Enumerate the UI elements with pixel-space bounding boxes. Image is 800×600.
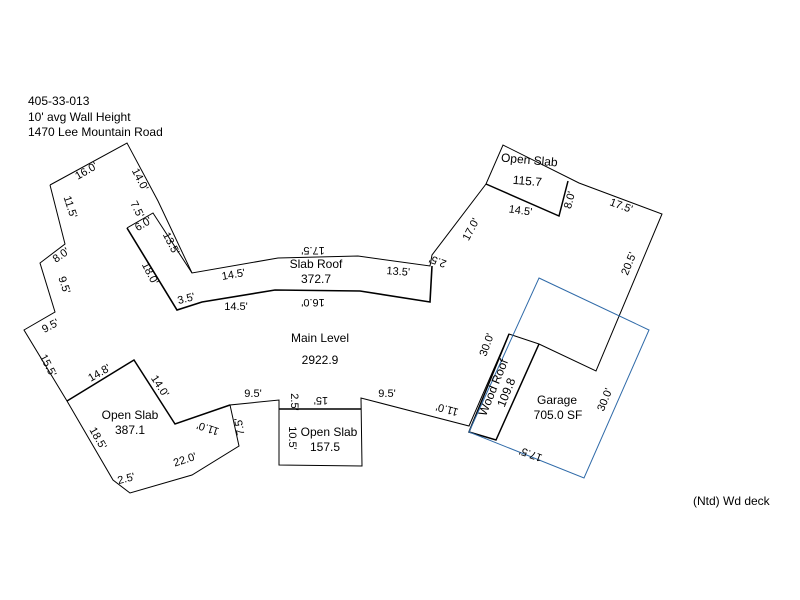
open-slab-top-outline (485, 180, 569, 218)
open-slab-top-name: Open Slab (500, 151, 558, 170)
dim-label: 30.0' (595, 387, 615, 413)
open-slab-mid-value: 157.5 (310, 440, 340, 454)
dim-label: 16.0' (73, 160, 99, 182)
dim-label: 11.0' (435, 400, 460, 417)
dim-label: 8.0' (562, 190, 578, 210)
slab-roof-outline-lower (126, 227, 433, 311)
dim-label: 2.5' (116, 471, 136, 487)
dim-label: 8.0' (51, 246, 72, 266)
dim-label: 13.5' (386, 265, 410, 279)
dim-label: 14.0' (129, 166, 150, 192)
dim-label: 17.5' (301, 244, 325, 256)
parcel-id: 405-33-013 (28, 94, 90, 108)
deck-note: (Ntd) Wd deck (693, 494, 770, 508)
dim-label: 11.5' (61, 194, 79, 219)
open-slab-left-name: Open Slab (102, 408, 159, 422)
garage-outline (468, 277, 650, 479)
dim-label: 14.5' (221, 267, 246, 283)
slab-roof-outline (126, 212, 193, 274)
slab-roof-value: 372.7 (301, 272, 331, 286)
open-slab-left-value: 387.1 (115, 423, 145, 437)
dim-label: 18.5' (87, 425, 109, 451)
dim-label: 13.5' (160, 230, 181, 256)
dim-label: 2.5' (288, 393, 300, 410)
main-level-value: 2922.9 (302, 353, 339, 367)
dim-label: 30.0' (478, 332, 497, 358)
garage-name: Garage (537, 393, 577, 407)
dim-label: 9.5' (55, 275, 72, 295)
dim-label: 9.5' (40, 317, 61, 336)
open-slab-top-value: 115.7 (512, 173, 543, 190)
dim-label: 18.0' (139, 260, 160, 286)
dim-label: 17.5' (608, 197, 634, 216)
wood-roof-outline (467, 333, 540, 441)
dim-label: 10.5' (286, 426, 298, 450)
dim-label: 2.5' (428, 252, 448, 269)
wall-height-note: 10' avg Wall Height (28, 110, 131, 124)
dim-label: 20.5' (619, 251, 639, 277)
open-slab-left-outline (66, 358, 231, 425)
dim-label: 9.5' (244, 388, 261, 400)
dim-label: 14.5' (508, 203, 533, 218)
property-address: 1470 Lee Mountain Road (28, 125, 163, 139)
slab-roof-name: Slab Roof (290, 257, 343, 271)
dim-label: 22.0' (172, 451, 198, 470)
dim-label: 3.5' (176, 291, 196, 307)
dim-label: 16.0' (301, 296, 325, 308)
dim-label: 14.5' (224, 301, 248, 313)
dim-label: 7.5' (233, 417, 248, 436)
dim-label: 11.0' (195, 419, 220, 437)
dim-label: 9.5' (378, 388, 395, 400)
open-slab-mid-name: Open Slab (301, 425, 358, 439)
dim-label: 15' (314, 394, 328, 406)
main-level-name: Main Level (291, 331, 349, 345)
dim-label: 17.0' (461, 216, 483, 242)
garage-value: 705.0 SF (534, 408, 583, 422)
dim-label: 17.5' (518, 444, 544, 463)
dim-label: 15.5' (37, 352, 58, 378)
